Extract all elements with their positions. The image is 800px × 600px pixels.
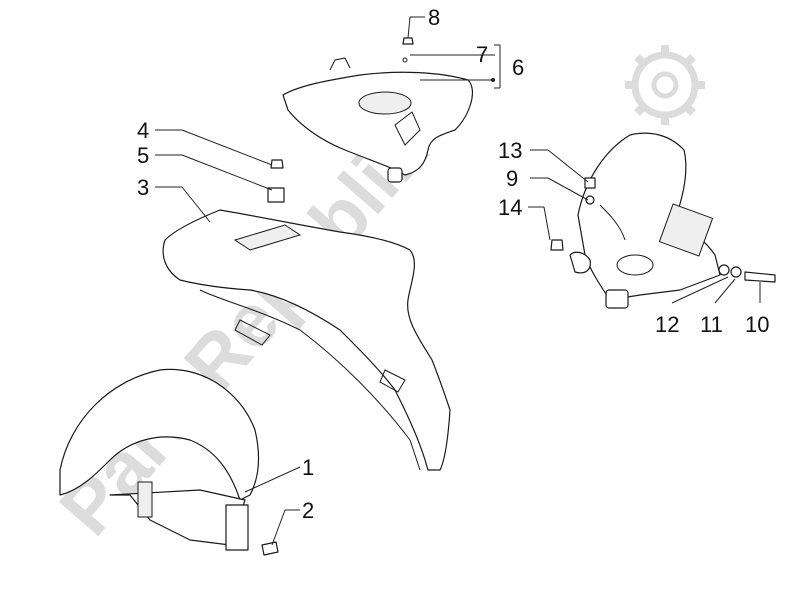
callout-12: 12	[655, 312, 679, 337]
callout-4: 4	[137, 118, 149, 143]
callout-2: 2	[302, 498, 314, 523]
callout-14: 14	[498, 195, 522, 220]
screws	[261, 37, 776, 556]
callout-7: 7	[476, 42, 488, 67]
front-inner-shield	[162, 187, 451, 471]
callout-1: 1	[302, 455, 314, 480]
callout-3: 3	[137, 175, 149, 200]
callout-labels: 8 7 6 4 5 3 13 9 14 12 11 10 1 2	[137, 5, 769, 523]
callout-11: 11	[700, 312, 723, 337]
gear-icon	[625, 45, 705, 125]
handlebar-front-cover	[569, 132, 721, 309]
front-fender	[59, 368, 260, 551]
callout-10: 10	[745, 312, 769, 337]
leader-lines	[155, 16, 761, 546]
callout-9: 9	[506, 166, 518, 191]
callout-6: 6	[512, 55, 524, 80]
callout-13: 13	[498, 138, 522, 163]
callout-8: 8	[428, 5, 440, 30]
handlebar-rear-cover	[282, 57, 473, 183]
callout-5: 5	[137, 143, 149, 168]
